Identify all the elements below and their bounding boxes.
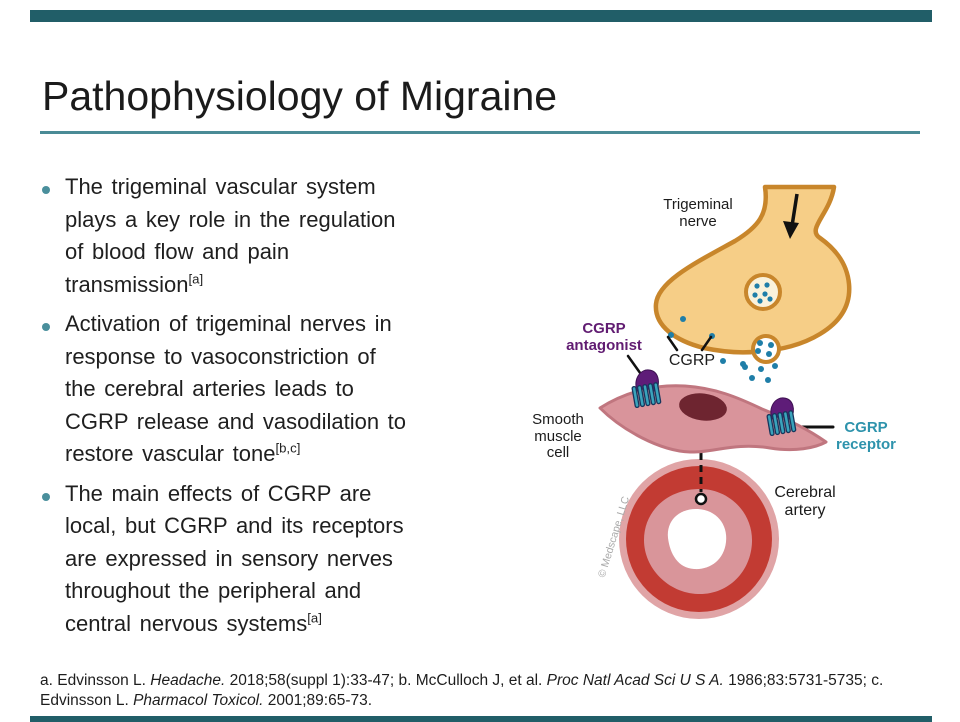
reference-superscript: [a] [307, 610, 322, 626]
title-underline [40, 131, 920, 134]
references-footer: a. Edvinsson L. Headache. 2018;58(suppl … [40, 672, 884, 709]
reference-superscript: [b,c] [275, 440, 301, 456]
vesicle-cgrp-dots [752, 282, 773, 304]
cgrp-label: CGRP [668, 352, 716, 369]
bullet-body: Activation of trigeminal nerves in respo… [65, 311, 407, 466]
bullet-item: The trigeminal vascular system plays a k… [42, 171, 474, 301]
diagram-graphics [598, 184, 852, 619]
cell-nucleus [679, 393, 727, 421]
page-title: Pathophysiology of Migraine [42, 73, 558, 119]
top-accent-bar [30, 10, 932, 22]
cgrp-receptor-label: CGRP receptor [835, 419, 897, 453]
cerebral-artery-label: Cerebral artery [774, 484, 836, 519]
bullet-body: The trigeminal vascular system plays a k… [65, 174, 396, 297]
bottom-accent-bar [30, 716, 932, 722]
dashed-connector [694, 453, 708, 506]
bullet-item: The main effects of CGRP are local, but … [42, 478, 474, 641]
bullet-body: The main effects of CGRP are local, but … [65, 480, 404, 636]
trigeminal-nerve-label: Trigeminal nerve [663, 196, 733, 230]
nerve-signal-arrow-icon [783, 193, 799, 239]
bullet-item: Activation of trigeminal nerves in respo… [42, 308, 474, 471]
reference-superscript: [a] [188, 271, 204, 287]
cgrp-receptor-icon [631, 382, 662, 409]
cgrp-antagonist-label: CGRP antagonist [566, 320, 642, 354]
bullet-text: Activation of trigeminal nerves in respo… [65, 308, 406, 471]
synaptic-vesicle [744, 273, 782, 311]
cerebral-artery-rings [619, 459, 779, 619]
smooth-muscle-cell-label: Smooth muscle cell [532, 411, 584, 461]
bullet-list: The trigeminal vascular system plays a k… [42, 171, 474, 647]
bullet-text: The main effects of CGRP are local, but … [65, 478, 404, 641]
cgrp-label-ticks [666, 335, 713, 352]
bullet-text: The trigeminal vascular system plays a k… [65, 171, 396, 301]
cgrp-receptor-icon [766, 410, 797, 437]
